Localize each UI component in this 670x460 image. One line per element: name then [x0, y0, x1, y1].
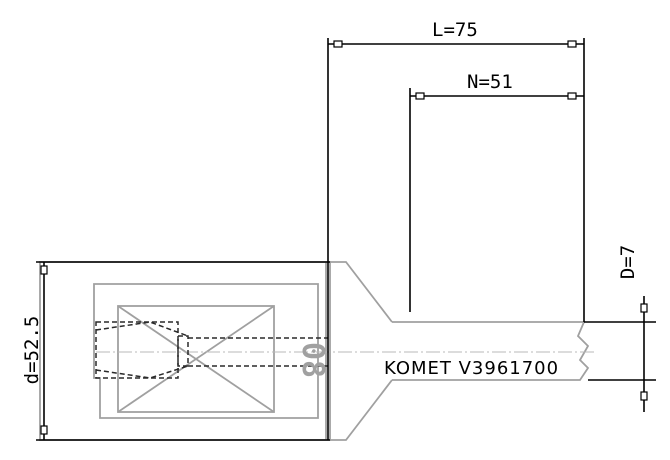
arrow-tick [415, 92, 425, 100]
dimension-label-D: D=7 [617, 245, 639, 279]
arrow-tick [40, 425, 48, 435]
arrow-tick [567, 92, 577, 100]
boring-bar [392, 321, 590, 381]
hidden-taper-top [95, 321, 189, 337]
clamp-window [117, 305, 275, 413]
arrow-tick [640, 303, 648, 313]
arrow-tick [40, 265, 48, 275]
hidden-features [95, 321, 328, 379]
shank-recess [93, 283, 319, 419]
clamp-cross-b [117, 305, 275, 413]
hidden-step [177, 335, 189, 367]
arrow-tick [333, 40, 343, 48]
dimension-label-N: N=51 [467, 71, 513, 93]
arrow-tick [640, 391, 648, 401]
hidden-bore [95, 321, 179, 379]
dimension-D: D=7 [584, 245, 656, 412]
size-mark: 08 [295, 342, 330, 378]
cone-top [330, 261, 393, 323]
cone-bottom [330, 379, 393, 441]
arrow-tick [567, 40, 577, 48]
product-marking: KOMET V3961700 [384, 358, 559, 379]
hidden-taper-bottom [95, 365, 189, 379]
dimension-L: L=75 [327, 19, 585, 440]
dimension-N: N=51 [409, 71, 584, 312]
dimension-label-d: d=52.5 [21, 316, 43, 385]
dimension-label-L: L=75 [432, 19, 478, 41]
dimension-d: d=52.5 [21, 261, 330, 441]
